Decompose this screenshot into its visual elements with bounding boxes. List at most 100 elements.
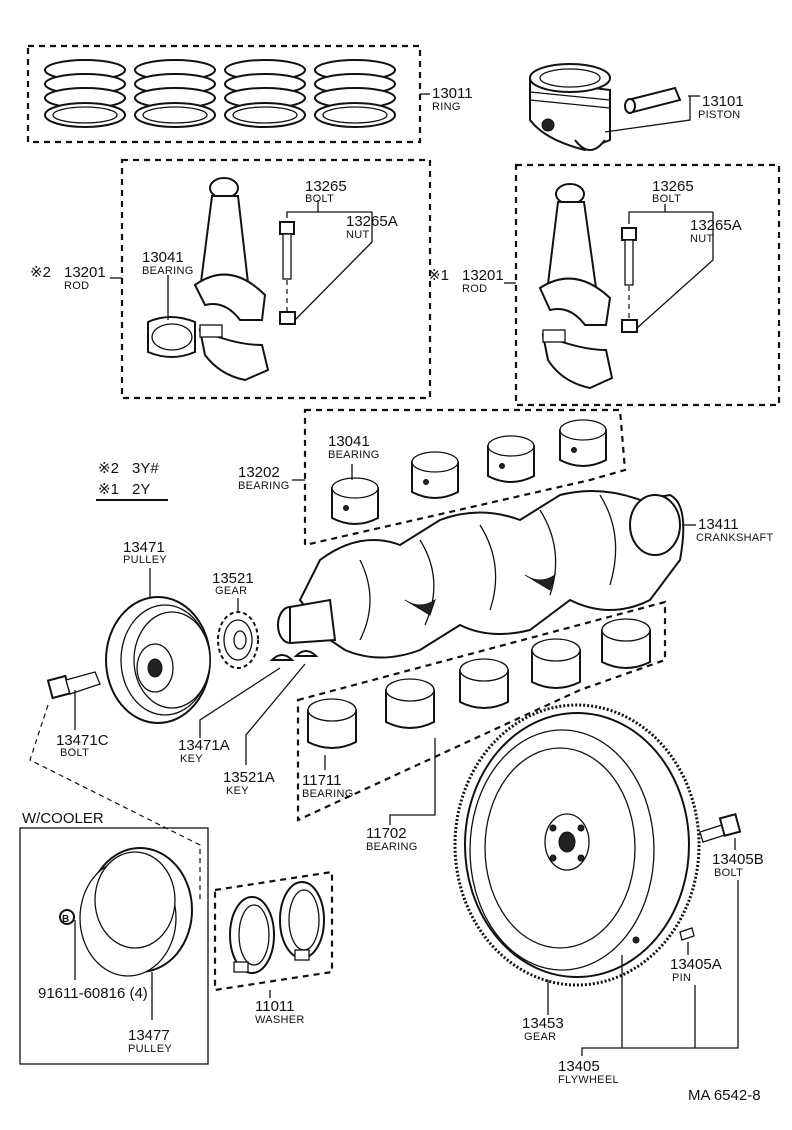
rod-bearing-shell-2 (411, 451, 459, 499)
washer-group: 11011 WASHER (213, 870, 334, 1026)
rod-bolt-a-name: BOLT (305, 193, 334, 205)
rod-cap-a (198, 324, 270, 382)
main-bearing-set-box (296, 600, 667, 822)
flywheel-number: 13405 (558, 1058, 600, 1075)
legend-text-1: 3Y# (132, 460, 159, 477)
flywheel-bolt-number: 13405B (712, 851, 764, 868)
rod-nut-b-number: 13265A (690, 217, 742, 234)
key-b (293, 650, 319, 657)
flywheel-group: 13405B BOLT 13405A PIN 13453 GEAR 13405 … (453, 703, 764, 1086)
rod-a-mark: ※2 (30, 264, 51, 281)
rod-box-a (120, 158, 432, 400)
cooler-box (19, 827, 209, 1065)
timing-gear (217, 611, 259, 669)
crank-pulley-group: 13471 PULLEY (105, 539, 211, 724)
flywheel-pin (679, 927, 695, 941)
rod-bearing-shell-3 (487, 435, 535, 483)
flywheel-name: FLYWHEEL (558, 1074, 619, 1086)
legend-text-2: 2Y (132, 481, 150, 498)
rod-nut-a-name: NUT (346, 229, 370, 241)
main-bearing-item-name: BEARING (302, 788, 354, 800)
piston-number: 13101 (702, 93, 744, 110)
main-bearing-shell-5 (601, 618, 651, 669)
pulley-name: PULLEY (123, 554, 167, 566)
timing-gear-group: 13521 GEAR (212, 570, 259, 669)
flywheel-pin-number: 13405A (670, 956, 722, 973)
gear-name: GEAR (215, 585, 247, 597)
main-bearing-shell-2 (385, 678, 435, 729)
rod-bearing-set-group: 13041 BEARING 13202 BEARING (238, 408, 627, 547)
legend-mark-1: ※2 (98, 460, 119, 477)
crank-pulley (105, 596, 211, 724)
flywheel-bolt (699, 813, 742, 843)
pulley-number: 13471 (123, 539, 165, 556)
cooler-pulley-name: PULLEY (128, 1043, 172, 1055)
rod-b-name: ROD (462, 283, 487, 295)
thrust-washer-2 (279, 881, 325, 961)
cooler-pulley-number: 13477 (128, 1027, 170, 1044)
piston-ring-3 (224, 59, 306, 128)
rod-bolt-a (279, 221, 295, 280)
rod-nut-b (621, 319, 638, 333)
rod-cap-b (541, 329, 614, 390)
rod-box-b (514, 163, 781, 407)
pulley-bolt-number: 13471C (56, 732, 109, 749)
rod-bearing-item-name: BEARING (328, 449, 380, 461)
ring-group: 13011 RING (26, 44, 473, 144)
rod-bearing-a-name: BEARING (142, 265, 194, 277)
ring-number: 13011 (432, 85, 473, 102)
rod-bolt-a-number: 13265 (305, 178, 347, 195)
crankshaft (277, 490, 685, 659)
key-a (269, 654, 295, 661)
rod-bearing-a-number: 13041 (142, 249, 184, 266)
main-bearing-shell-3 (459, 658, 509, 709)
piston-pin (624, 86, 682, 114)
main-bearing-set-number: 11702 (366, 825, 407, 842)
crankshaft-group: 13411 CRANKSHAFT (277, 490, 773, 659)
cooler-group: W/COOLER B 91611-60816 (4) 13477 PULLEY (19, 704, 209, 1065)
key-a-number: 13471A (178, 737, 230, 754)
washer-name: WASHER (255, 1014, 305, 1026)
ring-gear-number: 13453 (522, 1015, 564, 1032)
rod-b-mark: ※1 (428, 267, 449, 284)
rod-bearing-a (147, 316, 196, 358)
key-b-name: KEY (226, 785, 249, 797)
main-bearing-shell-1 (307, 698, 357, 749)
rod-assembly-a: 13265 BOLT 13265A NUT 13041 BEARING ※2 1… (30, 158, 432, 400)
main-bearing-set-name: BEARING (366, 841, 418, 853)
cooler-box-title: W/COOLER (22, 810, 104, 827)
flywheel (453, 703, 701, 987)
main-bearing-item-number: 11711 (302, 772, 342, 789)
piston-name: PISTON (698, 109, 741, 121)
piston-ring-4 (314, 59, 396, 128)
flywheel-pin-name: PIN (672, 972, 691, 984)
rod-bearing-set-number: 13202 (238, 464, 280, 481)
pulley-bolt-group: 13471C BOLT (46, 671, 109, 759)
pulley-bolt-name: BOLT (60, 747, 89, 759)
piston-group: 13101 PISTON (529, 63, 744, 152)
keys-group: 13471A KEY 13521A KEY (178, 650, 319, 797)
rod-bolt-b-name: BOLT (652, 193, 681, 205)
cooler-bolt-badge-text: B (62, 914, 69, 925)
rod-b-number: 13201 (462, 267, 504, 284)
rod-bolt-b-number: 13265 (652, 178, 694, 195)
rod-a-name: ROD (64, 280, 89, 292)
main-bearing-shell-4 (531, 638, 581, 689)
gear-number: 13521 (212, 570, 254, 587)
rod-bearing-set-box (303, 408, 627, 547)
piston-ring-1 (44, 59, 126, 128)
ring-name: RING (432, 101, 461, 113)
main-bearing-set-group: 11711 BEARING 11702 BEARING (296, 600, 667, 853)
legend: ※2 3Y# ※1 2Y (96, 460, 168, 501)
crankshaft-number: 13411 (698, 516, 739, 533)
cooler-pulley (79, 847, 193, 977)
washer-number: 11011 (255, 998, 295, 1015)
rod-bearing-shell-1 (331, 477, 379, 525)
piston (529, 63, 611, 152)
rod-nut-a-number: 13265A (346, 213, 398, 230)
flywheel-bolt-name: BOLT (714, 867, 743, 879)
pulley-bolt (46, 671, 101, 700)
rod-bearing-item-number: 13041 (328, 433, 370, 450)
connecting-rod-a (193, 177, 267, 321)
